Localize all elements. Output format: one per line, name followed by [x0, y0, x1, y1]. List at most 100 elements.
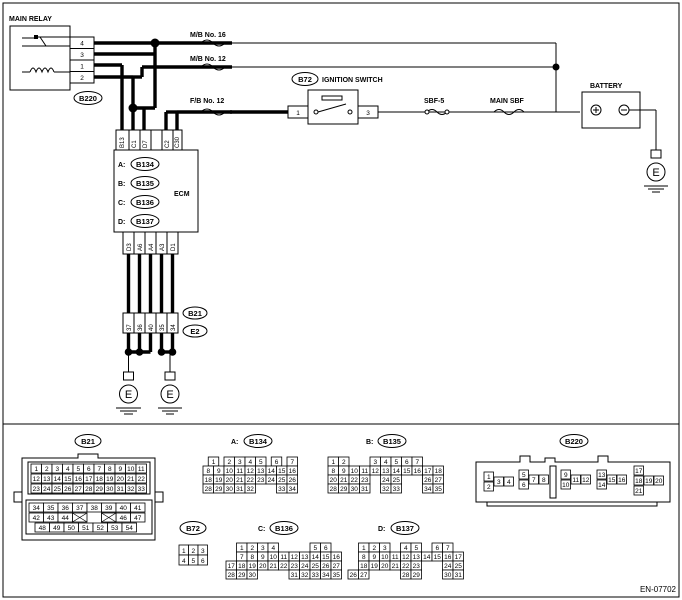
- pin-number: 4: [182, 558, 186, 565]
- pin-number: 6: [522, 482, 526, 489]
- pin-cell: [359, 483, 371, 494]
- pin-cell: [135, 473, 147, 484]
- ecm-conn-prefix: B:: [118, 181, 125, 188]
- mb16-label: M/B No. 16: [190, 32, 226, 39]
- pin-number: 3: [238, 459, 242, 466]
- pin-number: 31: [361, 486, 369, 493]
- pin-number: 31: [117, 486, 125, 493]
- ecm-pin: D7: [143, 140, 149, 148]
- pin-number: 27: [435, 477, 443, 484]
- b220-face-tag: [559, 434, 589, 448]
- b134-face-tag: [243, 434, 273, 448]
- pin-number: 46: [120, 515, 128, 522]
- pin-cell: [653, 475, 664, 486]
- pin-cell: [538, 474, 549, 485]
- pin-number: 5: [259, 459, 263, 466]
- pin-number: 30: [444, 572, 452, 579]
- pin-number: 8: [362, 554, 366, 561]
- pin-number: 6: [405, 459, 409, 466]
- pin-number: 53: [111, 525, 119, 532]
- pin-number: 21: [392, 563, 400, 570]
- b137-face-title: B137: [396, 524, 414, 533]
- pin-number: 14: [393, 468, 401, 475]
- b137-face-tag: [390, 521, 420, 535]
- pin-number: 43: [47, 515, 55, 522]
- pin-number: 34: [289, 486, 297, 493]
- pin-number: 21: [236, 477, 244, 484]
- pin-number: 19: [106, 476, 114, 483]
- pin-number: 37: [76, 505, 84, 512]
- splice-dot: [135, 348, 144, 356]
- pin-cell: [130, 512, 146, 523]
- pin-number: 20: [259, 563, 267, 570]
- pin-number: 42: [33, 515, 41, 522]
- splice-dot: [157, 348, 166, 356]
- pin-cell: [503, 476, 514, 487]
- pin-number: 1: [212, 459, 216, 466]
- pin-number: 26: [322, 563, 330, 570]
- pin-number: 11: [392, 554, 399, 561]
- pin-number: 17: [424, 468, 432, 475]
- pin-number: 29: [96, 486, 104, 493]
- b136-prefix: C:: [258, 526, 265, 533]
- pin-cell: [518, 469, 529, 480]
- pin-cell: [606, 474, 617, 485]
- pin-number: 3: [55, 466, 59, 473]
- pin-number: 19: [215, 477, 223, 484]
- pin-number: 17: [85, 476, 93, 483]
- pin-number: 15: [322, 554, 330, 561]
- pin-number: 17: [455, 554, 463, 561]
- pin-number: 29: [413, 572, 421, 579]
- b220-face-title: B220: [565, 437, 583, 446]
- pin-number: 29: [215, 486, 223, 493]
- pin-number: 19: [249, 563, 257, 570]
- pin-number: 24: [382, 477, 390, 484]
- pin-number: 50: [68, 525, 76, 532]
- pin-number: 8: [108, 466, 112, 473]
- pin-number: 8: [331, 468, 335, 475]
- pin-number: 35: [333, 572, 341, 579]
- pin-number: 21: [270, 563, 278, 570]
- pin-number: 24: [268, 477, 276, 484]
- pin-number: 6: [435, 545, 439, 552]
- pin-number: 22: [280, 563, 288, 570]
- pin-cell: [596, 469, 607, 480]
- pin-number: 31: [291, 572, 299, 579]
- main-relay: [9, 25, 71, 91]
- pin-cell: [244, 483, 256, 494]
- pin-number: 20: [226, 477, 234, 484]
- sbf5-label: SBF-5: [424, 98, 444, 105]
- pin-cell: [483, 471, 494, 482]
- pin-number: 8: [206, 468, 210, 475]
- pin-number: 12: [582, 477, 590, 484]
- fuse-main-sbf: [493, 109, 525, 115]
- b135-face-tag: [377, 434, 407, 448]
- pin-number: 16: [289, 468, 297, 475]
- pin-number: 30: [226, 486, 234, 493]
- pin-number: 15: [403, 468, 411, 475]
- pin-number: 26: [350, 572, 358, 579]
- pin-number: 18: [238, 563, 246, 570]
- pin-cell: [135, 463, 147, 474]
- pin-number: 35: [47, 505, 55, 512]
- ground-battery: E: [644, 149, 668, 193]
- pin-number: 13: [43, 476, 51, 483]
- b72-face-tag: [179, 521, 207, 535]
- pin-number: 7: [290, 459, 294, 466]
- pin-cell: [390, 483, 402, 494]
- splice-dot: [150, 38, 160, 48]
- mb12-label: M/B No. 12: [190, 56, 226, 63]
- ecm-pin: B13: [120, 137, 126, 148]
- pin-cell: [633, 465, 644, 476]
- pin-number: 29: [340, 486, 348, 493]
- splice-dot: [128, 103, 138, 113]
- b21-tag-label: B21: [188, 309, 202, 318]
- ecm-pin: A3: [160, 243, 166, 251]
- pin-number: 18: [96, 476, 104, 483]
- b21-face-title: B21: [81, 437, 95, 446]
- pin-number: 18: [635, 478, 643, 485]
- battery-label: BATTERY: [590, 83, 623, 90]
